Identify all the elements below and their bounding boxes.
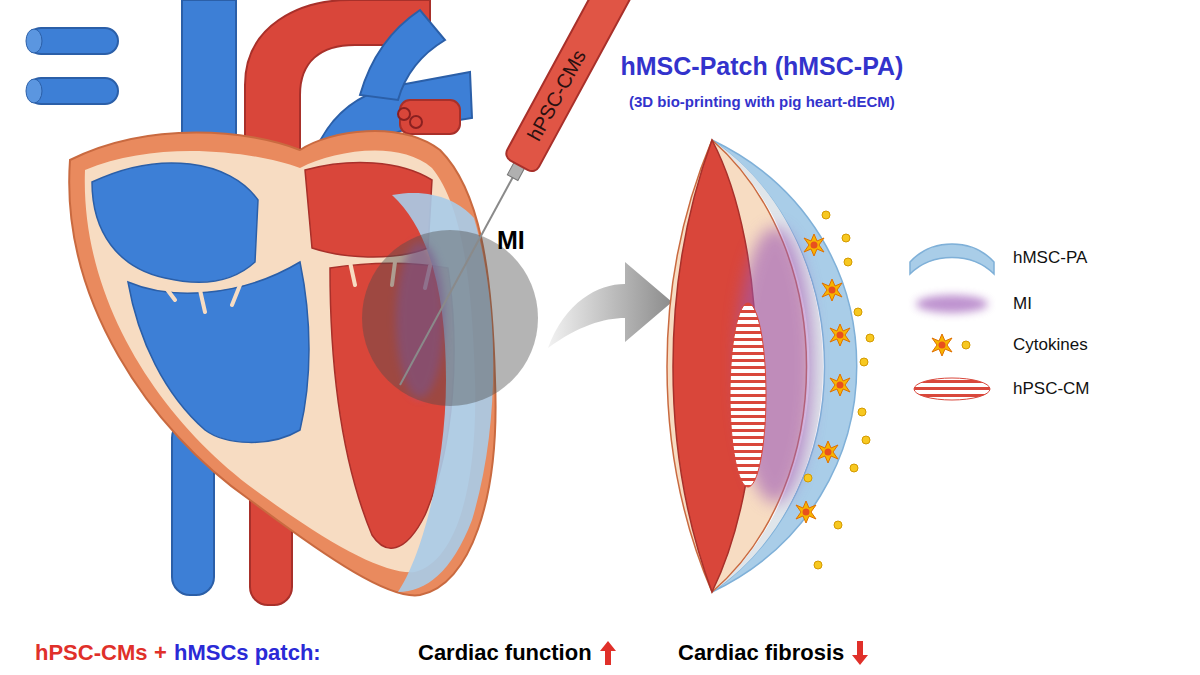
increase-arrow — [600, 641, 616, 665]
region-label: MI — [497, 226, 525, 255]
patch-detail — [667, 140, 874, 592]
outcome-label: Cardiac fibrosis — [678, 640, 844, 665]
plus-sign: + — [154, 640, 167, 665]
zoom-arrow — [548, 262, 672, 348]
legend-text: hMSC-PA — [1013, 248, 1087, 268]
legend-text: hPSC-CM — [1013, 379, 1090, 399]
outcome-label: Cardiac function — [418, 640, 592, 665]
patch-subtitle: (3D bio-printing with pig heart-dECM) — [629, 93, 895, 110]
result-patch: hMSCs patch: — [174, 640, 321, 665]
legend-samples — [910, 244, 994, 400]
syringe — [384, 0, 649, 394]
legend-text: MI — [1013, 294, 1032, 314]
patch-title: hMSC-Patch (hMSC-PA) — [621, 52, 904, 81]
zoom-circle — [362, 230, 538, 406]
result-prefix: hPSC-CMs — [35, 640, 147, 665]
legend-text: Cytokines — [1013, 335, 1088, 355]
decrease-arrow — [852, 641, 868, 665]
syringe-label: hPSC-CMs — [523, 46, 591, 145]
